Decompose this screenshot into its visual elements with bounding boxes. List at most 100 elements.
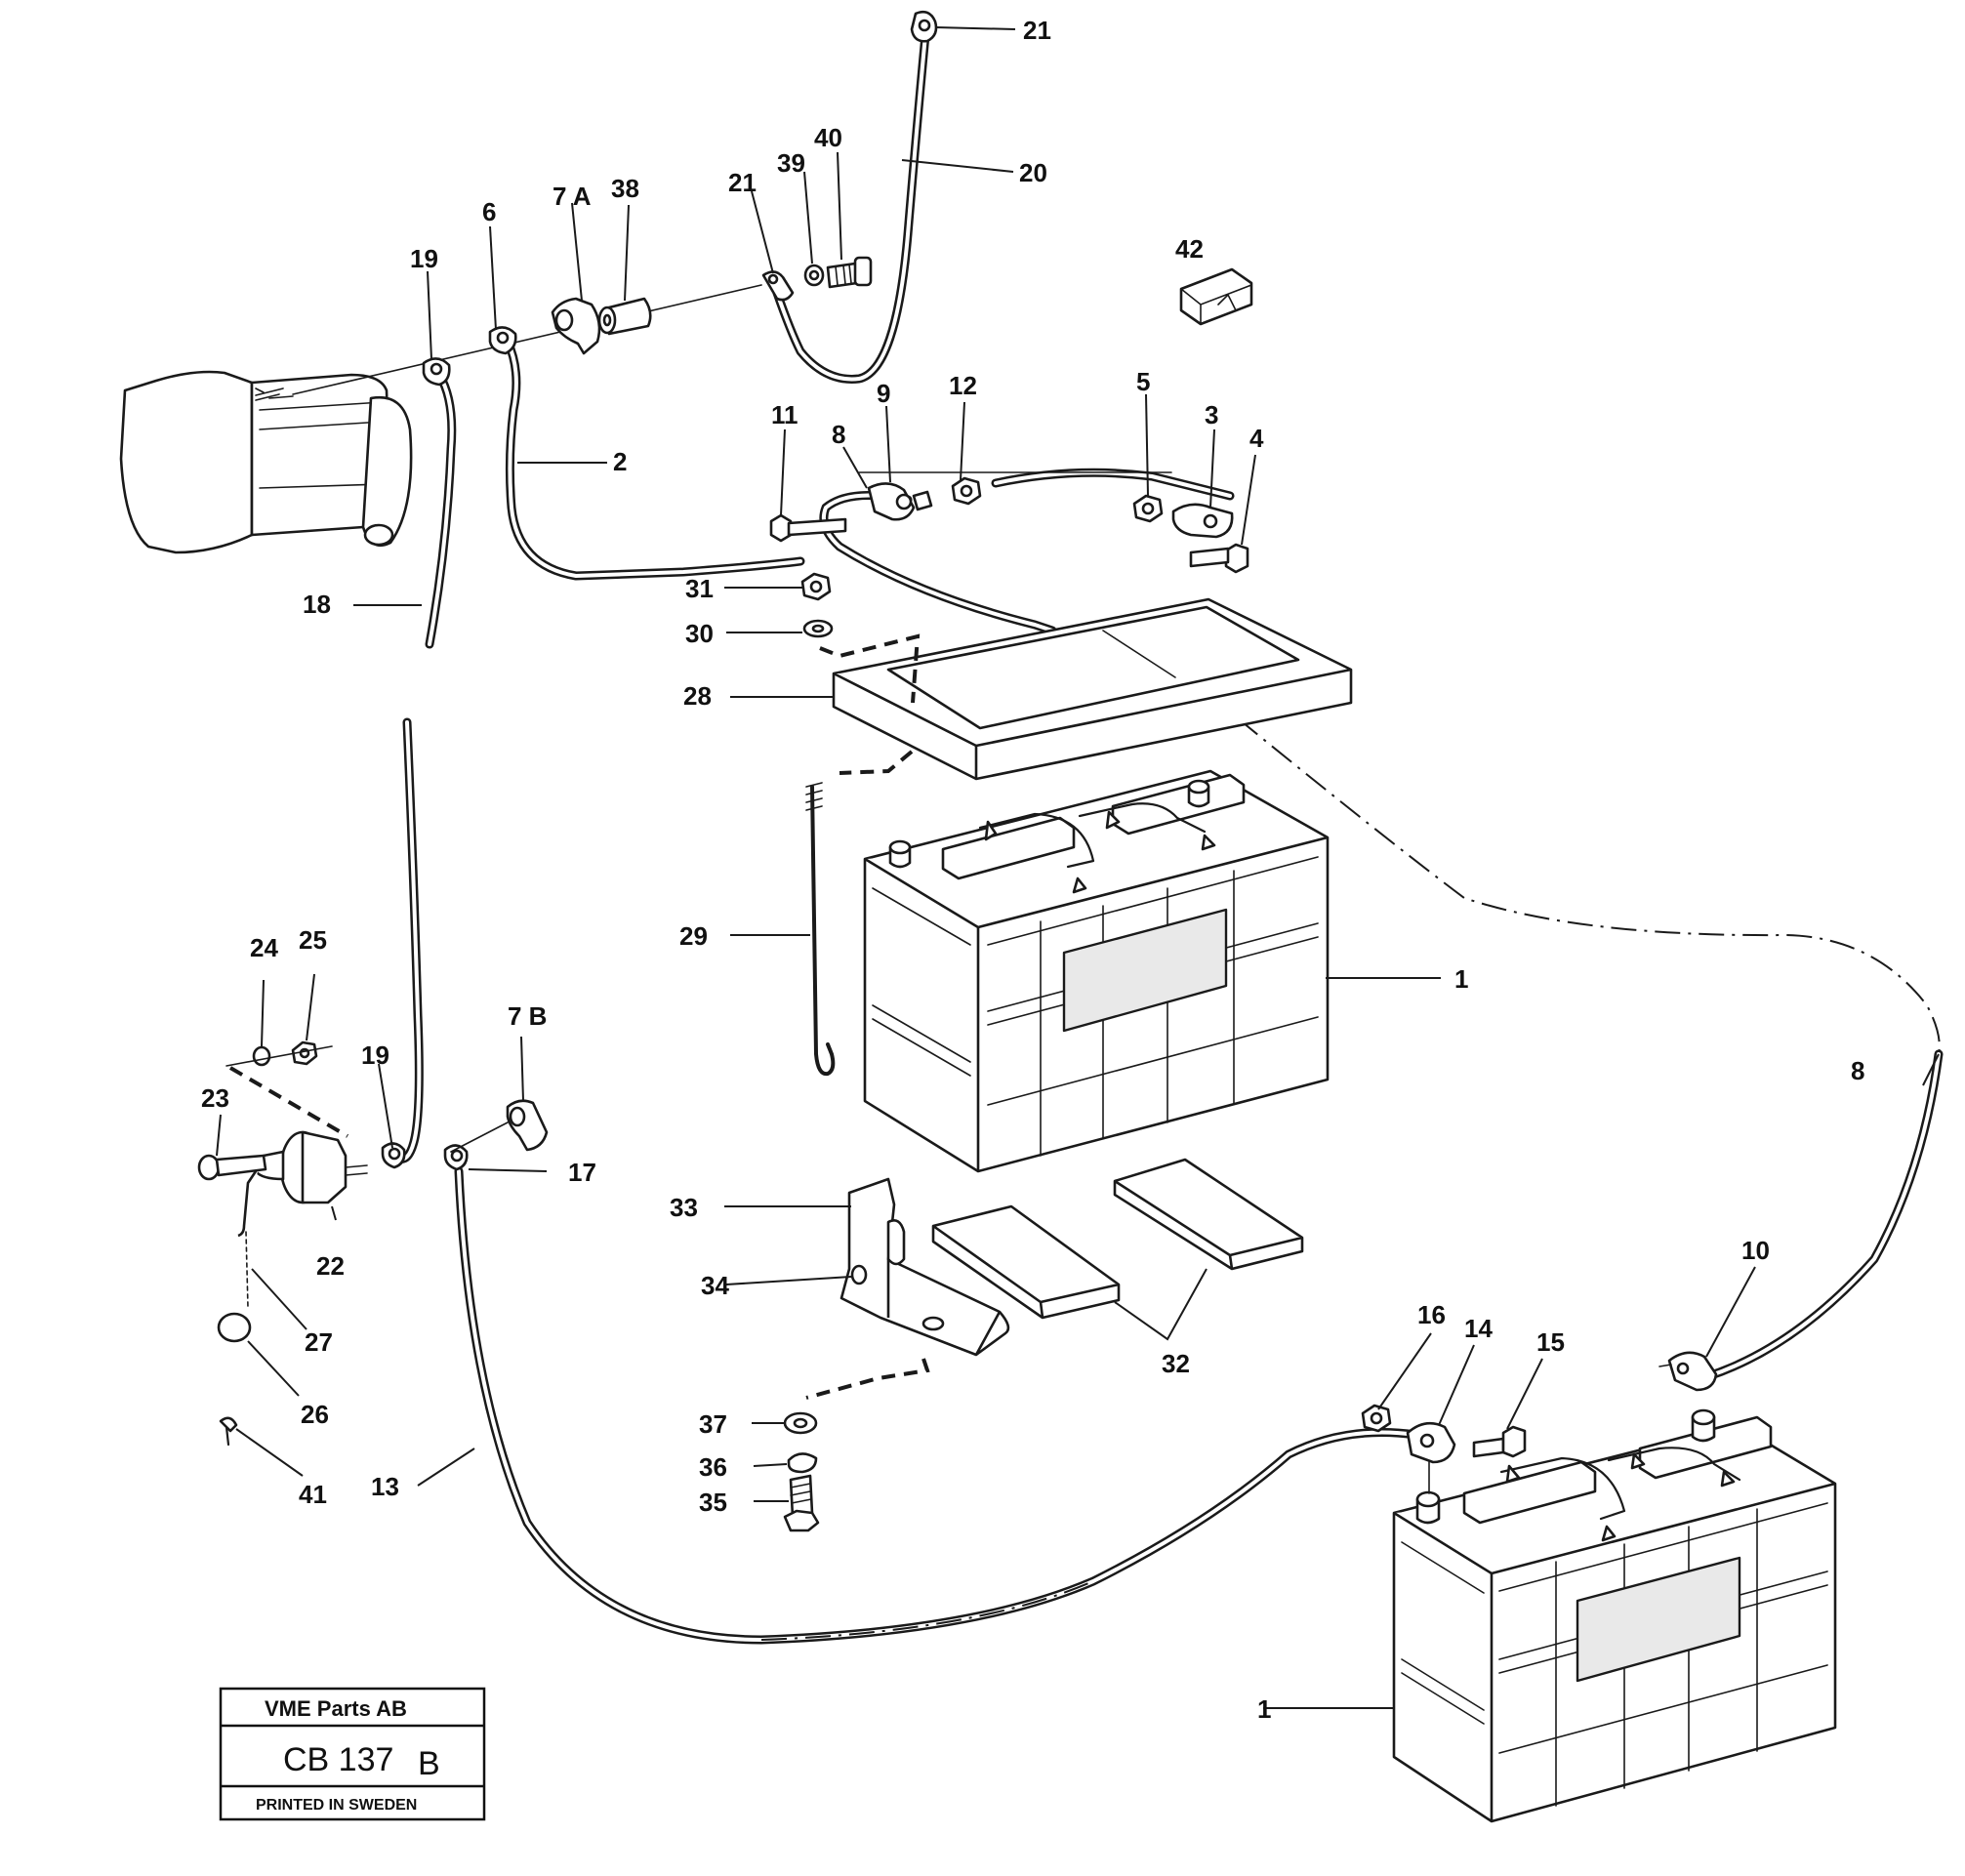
callout-31: 31 (685, 574, 714, 603)
washer-30 (802, 619, 834, 638)
stamp-printed: PRINTED IN SWEDEN (256, 1797, 417, 1814)
callout-8-right: 8 (1851, 1056, 1864, 1085)
callout-32: 32 (1162, 1349, 1190, 1378)
callout-21-mid: 21 (728, 168, 757, 197)
switch-mount-dash (228, 1066, 349, 1138)
hold-down-dash-upper (819, 633, 921, 704)
clamp-3 (1171, 503, 1234, 539)
callout-5: 5 (1136, 367, 1150, 396)
sleeve-38 (597, 297, 652, 336)
callout-34: 34 (701, 1271, 729, 1300)
stamp-company: VME Parts AB (265, 1696, 407, 1721)
cable-18 (393, 370, 457, 1163)
callout-16: 16 (1417, 1300, 1446, 1329)
terminal-cover-7b (506, 1099, 549, 1152)
cable-2 (503, 337, 805, 581)
rubber-pad-32-right (1113, 1158, 1304, 1271)
callout-4: 4 (1249, 424, 1264, 453)
callout-27: 27 (305, 1327, 333, 1357)
battery-bracket-33 (839, 1177, 1010, 1357)
callout-13: 13 (371, 1472, 399, 1501)
switch-mount-axis (225, 1045, 333, 1067)
terminal-cover-7a (551, 297, 601, 355)
nut-25 (291, 1040, 318, 1066)
nut-16 (1361, 1404, 1392, 1433)
pin-41 (219, 1416, 238, 1447)
ring-terminal-6 (488, 326, 517, 355)
screw-23 (197, 1154, 267, 1181)
bracket-bolt-dash (805, 1358, 930, 1400)
callout-18: 18 (303, 590, 331, 619)
callout-20: 20 (1019, 158, 1047, 187)
starter-motor (119, 370, 413, 554)
callout-28: 28 (683, 681, 712, 711)
callout-15: 15 (1536, 1327, 1565, 1357)
cable-8-route-line (1237, 717, 1941, 1055)
callout-12: 12 (949, 371, 977, 400)
callout-11: 11 (771, 400, 798, 429)
callout-1-upper: 1 (1454, 964, 1468, 994)
publisher-stamp: VME Parts AB CB 137 B PRINTED IN SWEDEN (219, 1687, 486, 1821)
callout-9: 9 (877, 379, 890, 408)
callout-33: 33 (670, 1193, 698, 1222)
cap-26 (217, 1312, 252, 1343)
clamp-10 (1658, 1351, 1718, 1392)
callout-22: 22 (316, 1251, 345, 1281)
leader-lines (216, 26, 1940, 1709)
callout-35: 35 (699, 1488, 727, 1517)
washer-24 (252, 1045, 271, 1067)
terminal-21-mid (761, 270, 795, 302)
terminal-axis-7b (450, 1122, 509, 1153)
callout-19-upper: 19 (410, 244, 438, 273)
bolt-15 (1472, 1425, 1527, 1458)
callout-26: 26 (301, 1400, 329, 1429)
cable-8-right (1703, 1049, 1944, 1381)
main-switch-22 (237, 1130, 368, 1238)
callout-17: 17 (568, 1158, 596, 1187)
callout-29: 29 (679, 921, 708, 951)
callout-3: 3 (1205, 400, 1218, 429)
clamp-9 (867, 482, 933, 521)
callout-30: 30 (685, 619, 714, 648)
callout-19-lower: 19 (361, 1040, 389, 1070)
callout-42: 42 (1175, 234, 1204, 264)
bolt-4 (1189, 543, 1249, 574)
callout-40: 40 (814, 123, 842, 152)
nut-5 (1132, 494, 1164, 523)
callout-2: 2 (613, 447, 627, 476)
callout-labels: 21 20 40 39 21 38 7 A 6 19 42 2 18 11 8 … (201, 16, 1864, 1724)
hold-down-dash-lower (839, 750, 914, 775)
washer-37 (783, 1411, 818, 1435)
callout-23: 23 (201, 1083, 229, 1113)
chain-27 (245, 1231, 249, 1309)
callout-36: 36 (699, 1452, 727, 1482)
bolt-11 (769, 513, 847, 543)
callout-10: 10 (1741, 1236, 1770, 1265)
stamp-code: CB 137 (283, 1741, 393, 1778)
callout-6: 6 (482, 197, 496, 226)
assembly-axis-top (292, 284, 762, 395)
bolt-40 (826, 256, 873, 289)
callout-41: 41 (299, 1480, 327, 1509)
nut-12 (951, 476, 982, 506)
terminal-cover-42 (1179, 267, 1253, 326)
callout-25: 25 (299, 925, 327, 955)
battery-frame-28 (832, 597, 1353, 781)
callout-24: 24 (250, 933, 278, 962)
callout-14: 14 (1464, 1314, 1493, 1343)
callout-1-lower: 1 (1257, 1694, 1271, 1724)
nut-31 (800, 572, 832, 601)
callout-7b: 7 B (508, 1001, 547, 1031)
stamp-revision: B (418, 1745, 440, 1782)
cable-13-route-line (760, 1580, 1094, 1641)
hold-down-rod-29 (805, 782, 836, 1077)
callout-38: 38 (611, 174, 639, 203)
rubber-pad-32-left (931, 1204, 1121, 1320)
ring-terminal-19-upper (422, 357, 451, 387)
callout-21-top: 21 (1023, 16, 1051, 45)
bolt-35 (783, 1474, 820, 1532)
callout-39: 39 (777, 148, 805, 178)
callout-8-upper: 8 (832, 420, 845, 449)
battery-1-lower (1392, 1408, 1837, 1823)
